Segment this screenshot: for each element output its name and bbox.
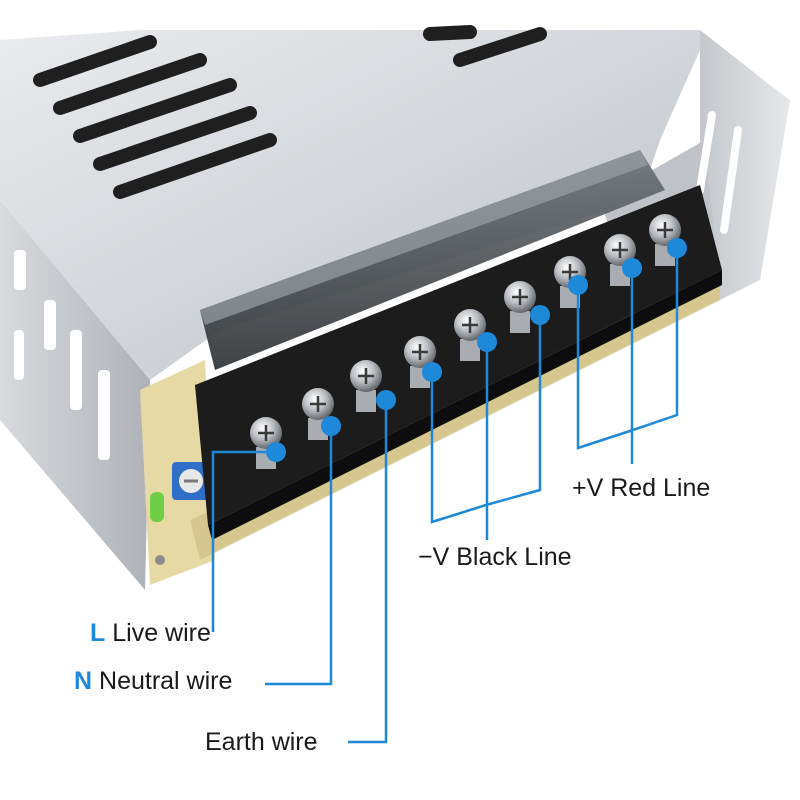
terminal-screw-3 bbox=[350, 360, 382, 412]
terminal-clamp bbox=[510, 311, 530, 333]
terminal-clamp bbox=[356, 390, 376, 412]
leader-neutral bbox=[265, 426, 333, 686]
live-letter: L bbox=[90, 619, 106, 647]
left-wall-cutouts bbox=[14, 250, 110, 460]
neutral-letter: N bbox=[74, 667, 93, 695]
terminal-markers bbox=[266, 238, 687, 462]
terminal-marker-plusv bbox=[622, 258, 642, 278]
side-vent-slots bbox=[696, 111, 742, 234]
terminal-marker-l bbox=[266, 442, 286, 462]
leader-live bbox=[211, 450, 276, 632]
earth-text: Earth wire bbox=[205, 728, 318, 756]
neutral-wire-label: N Neutral wire bbox=[74, 667, 232, 696]
terminal-marker-minusv bbox=[530, 305, 550, 325]
live-text: Live wire bbox=[112, 619, 211, 647]
leader-plus-v-1 bbox=[576, 285, 634, 450]
minus-v-text: −V Black Line bbox=[418, 543, 572, 571]
terminal-marker-minusv bbox=[422, 362, 442, 382]
leader-minus-v-3 bbox=[485, 315, 542, 507]
leader-lines bbox=[211, 248, 679, 744]
minus-v-label: −V Black Line bbox=[418, 543, 572, 572]
terminal-clamp bbox=[460, 339, 480, 361]
live-wire-label: L Live wire bbox=[90, 619, 211, 648]
indicator-led bbox=[150, 492, 164, 522]
leader-minus-v-1 bbox=[430, 372, 487, 524]
terminal-marker-plusv bbox=[568, 275, 588, 295]
leader-plus-v-3 bbox=[632, 248, 679, 432]
terminal-cover bbox=[200, 150, 665, 370]
leader-earth bbox=[348, 400, 388, 744]
earth-wire-label: Earth wire bbox=[205, 728, 318, 757]
terminal-marker-plusv bbox=[667, 238, 687, 258]
vent-slots bbox=[33, 25, 547, 199]
plus-v-label: +V Red Line bbox=[572, 474, 710, 503]
voltage-adjust-potentiometer bbox=[172, 462, 210, 500]
plus-v-text: +V Red Line bbox=[572, 474, 711, 502]
neutral-text: Neutral wire bbox=[99, 667, 233, 695]
terminal-marker-minusv bbox=[477, 332, 497, 352]
terminal-marker-earth bbox=[376, 390, 396, 410]
terminal-screw-6 bbox=[504, 281, 536, 333]
terminal-screw-5 bbox=[454, 309, 486, 361]
terminal-marker-n bbox=[321, 416, 341, 436]
